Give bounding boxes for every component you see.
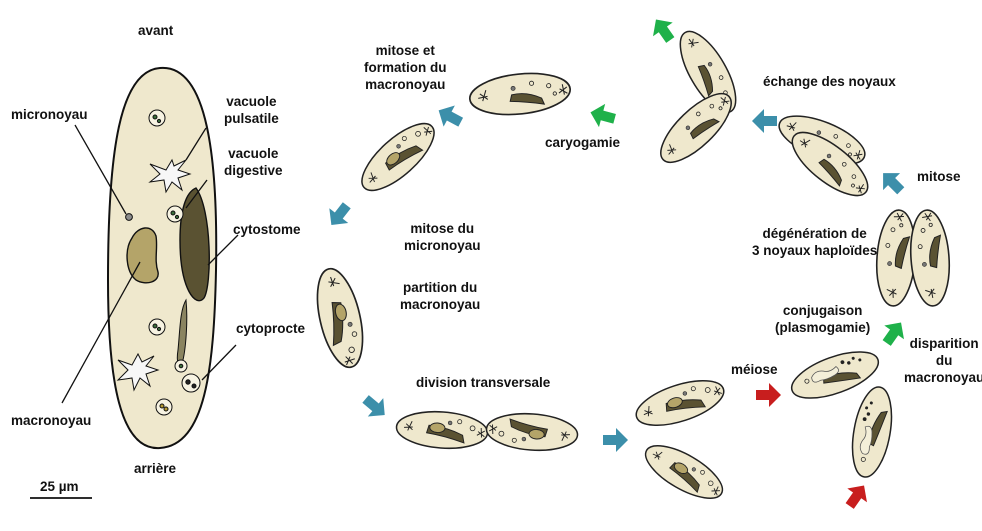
label-scale: 25 µm <box>40 478 79 495</box>
large-paramecium <box>62 68 238 448</box>
cell-division-left <box>395 409 488 451</box>
cell-macronucleus-formation <box>352 113 444 201</box>
label-degeneration-line2: 3 noyaux haploïdes <box>752 242 877 259</box>
label-mitose-formation-line3: macronoyau <box>364 76 447 93</box>
label-vacuole-pulsatile: vacuole pulsatile <box>224 93 279 127</box>
label-mitose-formation-line2: formation du <box>364 59 447 76</box>
cell-daughter-bottom <box>638 436 730 509</box>
label-cytoprocte: cytoprocte <box>236 320 305 337</box>
label-caryogamie: caryogamie <box>545 134 620 151</box>
label-disparition-line1: disparition <box>904 335 982 352</box>
label-disparition: disparition du macronoyau <box>904 335 982 386</box>
label-macronoyau: macronoyau <box>11 412 91 429</box>
label-avant: avant <box>138 22 173 39</box>
label-vacuole-digestive: vacuole digestive <box>224 145 283 179</box>
cell-daughter-top <box>631 372 729 435</box>
label-arriere: arrière <box>134 460 176 477</box>
cycle-cells <box>309 23 952 508</box>
label-partition-line2: macronoyau <box>400 296 480 313</box>
label-partition-line1: partition du <box>400 279 480 296</box>
micronucleus <box>126 214 133 221</box>
label-vacuole-digestive-line2: digestive <box>224 162 283 179</box>
cell-exchange-bottom <box>651 83 742 172</box>
label-disparition-line3: macronoyau <box>904 369 982 386</box>
label-echange-noyaux: échange des noyaux <box>763 73 896 90</box>
label-conjugaison-line1: conjugaison <box>775 302 870 319</box>
label-vacuole-pulsatile-line1: vacuole <box>224 93 279 110</box>
label-mitose-micronoyau: mitose du micronoyau <box>404 220 481 254</box>
cell-conjugation-right <box>908 209 953 307</box>
label-disparition-line2: du <box>904 352 982 369</box>
label-degeneration-line1: dégénération de <box>752 225 877 242</box>
label-division-transversale: division transversale <box>416 374 550 391</box>
label-mitose-micronoyau-line1: mitose du <box>404 220 481 237</box>
label-partition: partition du macronoyau <box>400 279 480 313</box>
label-mitose-micronoyau-line2: micronoyau <box>404 237 481 254</box>
label-vacuole-digestive-line1: vacuole <box>224 145 283 162</box>
label-conjugaison-line2: (plasmogamie) <box>775 319 870 336</box>
cell-partition <box>309 264 371 371</box>
cell-disappearance <box>846 384 897 480</box>
label-cytostome: cytostome <box>233 221 301 238</box>
label-degeneration: dégénération de 3 noyaux haploïdes <box>752 225 877 259</box>
cell-division-right <box>485 411 578 453</box>
label-micronoyau: micronoyau <box>11 106 88 123</box>
label-mitose-formation-line1: mitose et <box>364 42 447 59</box>
label-mitose: mitose <box>917 168 961 185</box>
label-mitose-formation: mitose et formation du macronoyau <box>364 42 447 93</box>
label-meiose: méiose <box>731 361 778 378</box>
label-conjugaison: conjugaison (plasmogamie) <box>775 302 870 336</box>
label-vacuole-pulsatile-line2: pulsatile <box>224 110 279 127</box>
cell-mitosis-macronucleus <box>468 69 572 119</box>
